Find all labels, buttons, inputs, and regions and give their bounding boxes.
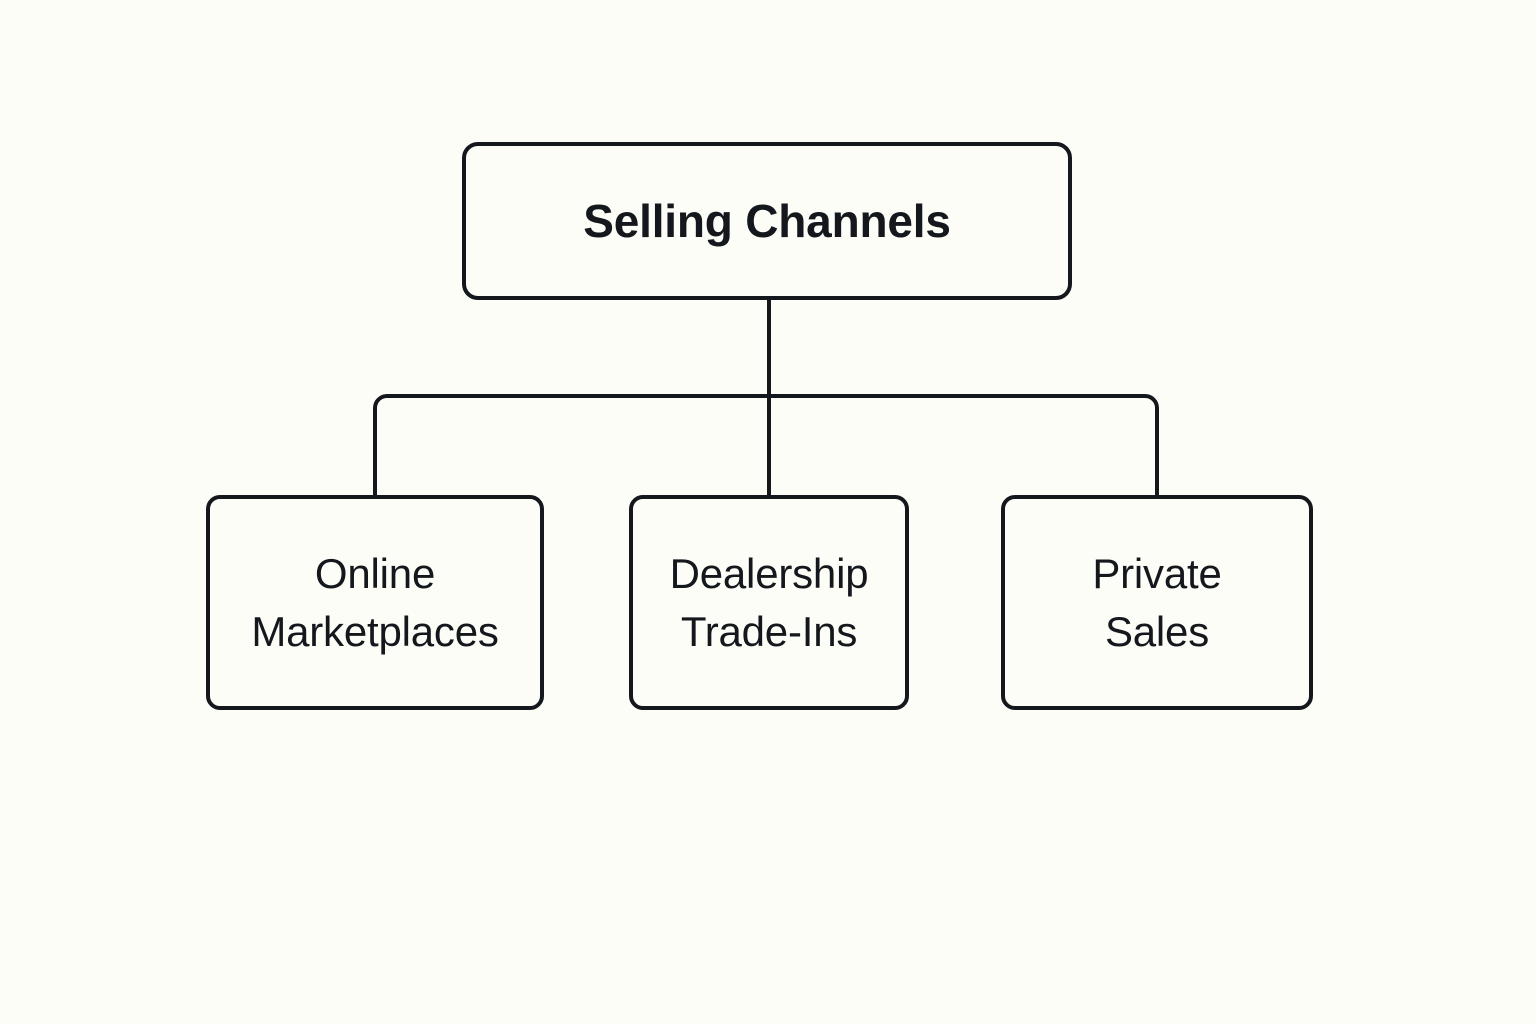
- node-dealership-trade-ins[interactable]: Dealership Trade-Ins: [629, 495, 909, 710]
- edge-root-to-left: [373, 394, 769, 495]
- node-selling-channels-label: Selling Channels: [583, 195, 951, 247]
- edge-root-to-right: [769, 394, 1159, 495]
- node-selling-channels[interactable]: Selling Channels: [462, 142, 1072, 300]
- node-online-marketplaces[interactable]: Online Marketplaces: [206, 495, 544, 710]
- node-private-sales[interactable]: Private Sales: [1001, 495, 1313, 710]
- node-private-sales-label: Private Sales: [1092, 549, 1222, 655]
- node-dealership-trade-ins-label: Dealership Trade-Ins: [669, 549, 869, 655]
- node-online-marketplaces-label: Online Marketplaces: [251, 549, 499, 655]
